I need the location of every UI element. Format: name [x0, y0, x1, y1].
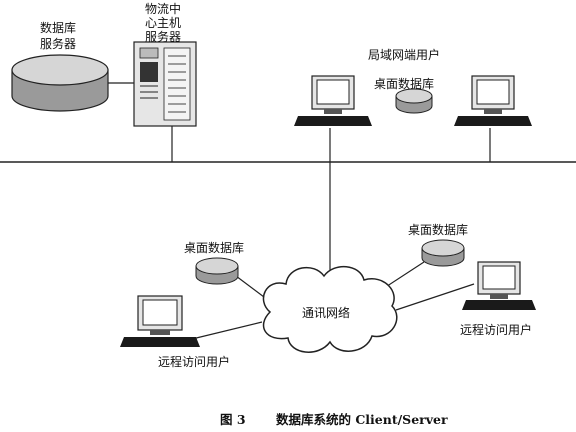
- desktop-db-left-cylinder: [195, 257, 239, 285]
- desktop-db-top-cylinder: [395, 88, 433, 114]
- lan-computer-left: [294, 75, 372, 126]
- lan-computer-right: [454, 75, 532, 126]
- desktop-db-top-label: 桌面数据库: [374, 76, 434, 91]
- desktop-db-left-label: 桌面数据库: [184, 240, 244, 255]
- host-label-line1: 物流中: [145, 1, 181, 16]
- desktop-db-right-cylinder: [421, 239, 465, 267]
- left-db-link: [235, 275, 269, 301]
- database-server-cylinder: [11, 54, 109, 112]
- host-label-line3: 服务器: [145, 29, 181, 44]
- remote-computer-left: [120, 295, 200, 347]
- network-label: 通讯网络: [302, 305, 350, 320]
- host-server-icon: [133, 41, 197, 127]
- left-user-link: [187, 321, 263, 341]
- network-cloud: [262, 266, 398, 353]
- db-server-label-line1: 数据库: [40, 20, 76, 35]
- remote-left-label: 远程访问用户: [158, 354, 230, 369]
- figure-caption-title: 数据库系统的 Client/Server: [275, 412, 448, 427]
- figure-caption-number: 图 3: [220, 412, 246, 427]
- right-user-link: [395, 283, 475, 311]
- lan-users-label: 局域网端用户: [368, 47, 440, 62]
- db-server-label-line2: 服务器: [40, 36, 76, 51]
- desktop-db-right-label: 桌面数据库: [408, 222, 468, 237]
- remote-right-label: 远程访问用户: [460, 322, 532, 337]
- host-label-line2: 心主机: [145, 16, 181, 30]
- remote-computer-right: [462, 261, 536, 310]
